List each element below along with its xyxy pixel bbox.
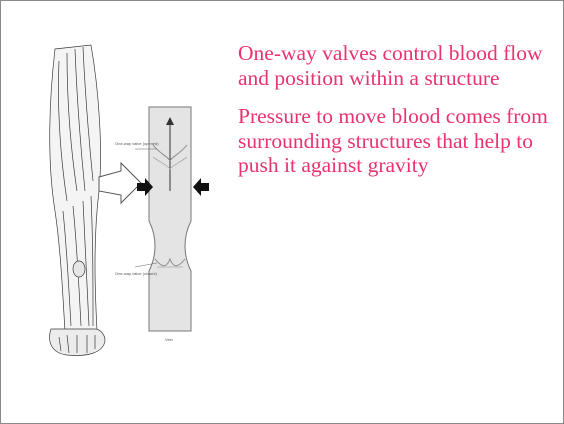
leg-vein-illustration: One-way valve (opened) One-way valve (cl… — [37, 41, 217, 371]
valve-opened-label: One-way valve (opened) — [115, 141, 159, 146]
pointer-arrow-icon — [99, 163, 141, 203]
slide-text: One-way valves control blood flow and po… — [238, 41, 548, 178]
vein-label: Vein — [165, 337, 173, 342]
bullet-pressure: Pressure to move blood comes from surrou… — [238, 104, 548, 178]
anatomy-diagram: One-way valve (opened) One-way valve (cl… — [37, 41, 217, 371]
leg-muscles — [50, 45, 105, 355]
valve-closed-label: One-way valve (closed) — [115, 271, 157, 276]
pressure-arrow-left-icon — [193, 178, 209, 196]
bullet-valves: One-way valves control blood flow and po… — [238, 41, 548, 90]
